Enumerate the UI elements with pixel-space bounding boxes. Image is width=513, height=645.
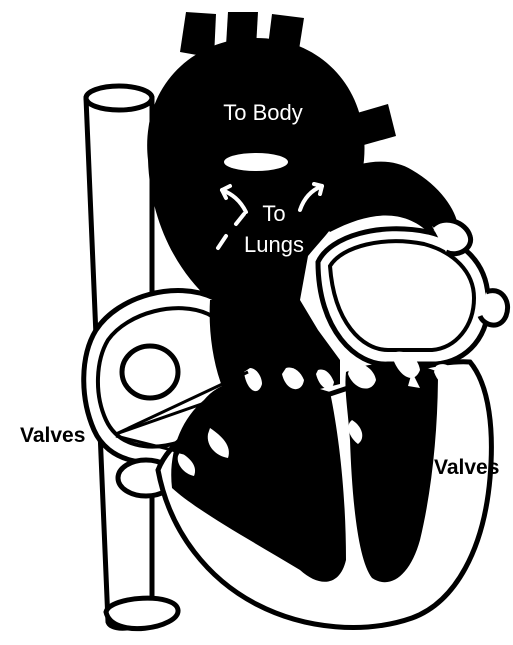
label-valves-right: Valves [434, 456, 499, 479]
left-atrium [318, 220, 508, 364]
aortic-opening [224, 153, 288, 171]
label-valves-left: Valves [20, 424, 85, 447]
label-to-lungs-line1: To [262, 201, 285, 226]
label-to-lungs-line2: Lungs [244, 232, 304, 257]
label-to-body: To Body [223, 100, 303, 125]
